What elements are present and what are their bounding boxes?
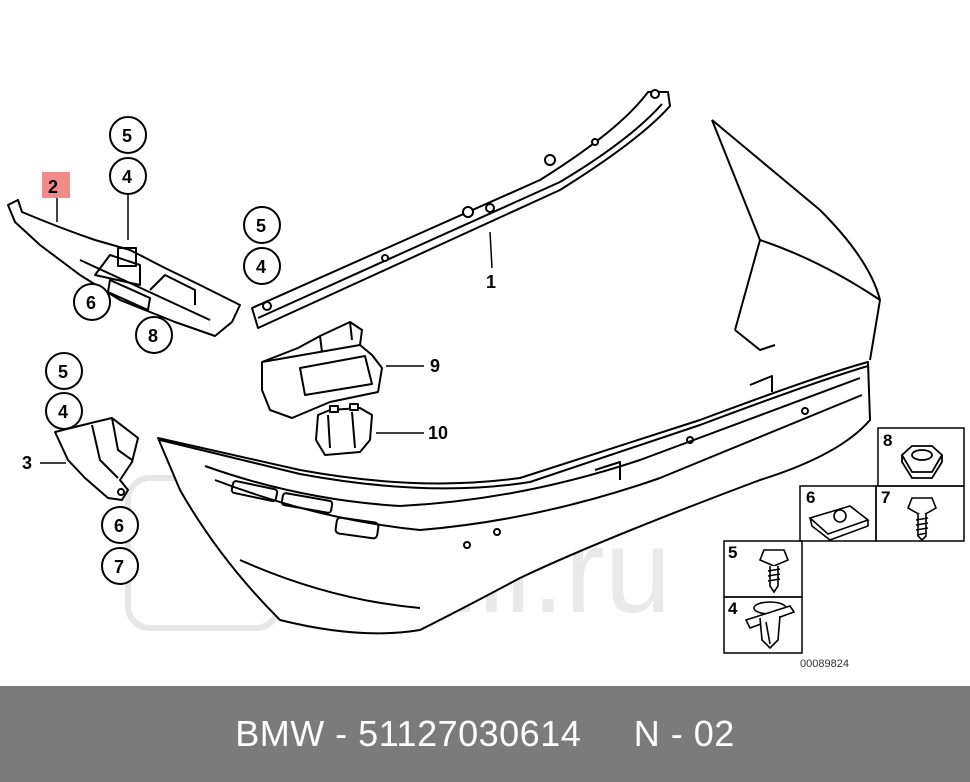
callout-circle-middle-5 [243, 206, 281, 244]
part-2-highlight [42, 172, 70, 198]
footer-brand: BMW [235, 713, 325, 754]
box-4-label: 4 [728, 599, 738, 618]
callout-1: 1 [486, 272, 496, 292]
callout-circle-upper-6 [73, 283, 111, 321]
callout-circle-lower-6 [101, 506, 139, 544]
callout-circle-upper-5 [109, 116, 147, 154]
callout-upper-6: 6 [86, 293, 96, 313]
callout-circle-middle-4 [243, 247, 281, 285]
part-2-bracket[interactable] [7, 199, 241, 337]
callout-2: 2 [48, 177, 58, 197]
footer-bar: BMW - 51127030614 N - 02 [0, 686, 970, 782]
callout-circle-upper-8 [135, 316, 173, 354]
callout-upper-8: 8 [148, 326, 158, 346]
bolt-icon[interactable] [758, 549, 790, 594]
callout-middle-4: 4 [256, 257, 266, 277]
box-4-frame [723, 596, 803, 654]
callout-circle-lower-7 [101, 547, 139, 585]
footer-text: BMW - 51127030614 N - 02 [235, 713, 735, 755]
box-7-frame [875, 485, 965, 542]
footer-separator: - [324, 713, 359, 754]
leader-1 [489, 231, 493, 269]
box-8-label: 8 [883, 431, 892, 450]
part-1-rail[interactable] [251, 89, 671, 329]
callout-lower-6: 6 [114, 516, 124, 536]
nut-icon[interactable] [900, 445, 944, 479]
callout-lower-5: 5 [58, 362, 68, 382]
part-3-bracket[interactable] [54, 417, 139, 501]
footer-section: N - 02 [633, 713, 735, 754]
box-6-label: 6 [806, 488, 815, 507]
parts-diagram: Rulli.ru 1 [7, 89, 965, 670]
callout-10: 10 [428, 423, 448, 443]
part-10-clip[interactable] [315, 403, 373, 456]
callout-circle-lower-5 [45, 352, 83, 390]
callout-upper-4: 4 [122, 167, 132, 187]
expansion-rivet-icon[interactable] [744, 601, 796, 650]
rear-bumper[interactable] [157, 119, 881, 635]
callout-lower-4: 4 [58, 402, 68, 422]
callout-lower-7: 7 [114, 557, 124, 577]
screw-icon[interactable] [906, 497, 938, 542]
diagram-code: 00089824 [800, 658, 849, 670]
callout-middle-5: 5 [256, 216, 266, 236]
footer-part-number: 51127030614 [358, 713, 582, 754]
box-7-label: 7 [881, 488, 890, 507]
hardware-table [723, 427, 965, 654]
box-5-label: 5 [728, 543, 737, 562]
footer-gap [581, 713, 634, 754]
clip-nut-icon[interactable] [808, 505, 870, 541]
callout-3: 3 [22, 453, 32, 473]
callout-9: 9 [430, 356, 440, 376]
part-9-mount[interactable] [261, 321, 383, 419]
callout-upper-5: 5 [122, 126, 132, 146]
